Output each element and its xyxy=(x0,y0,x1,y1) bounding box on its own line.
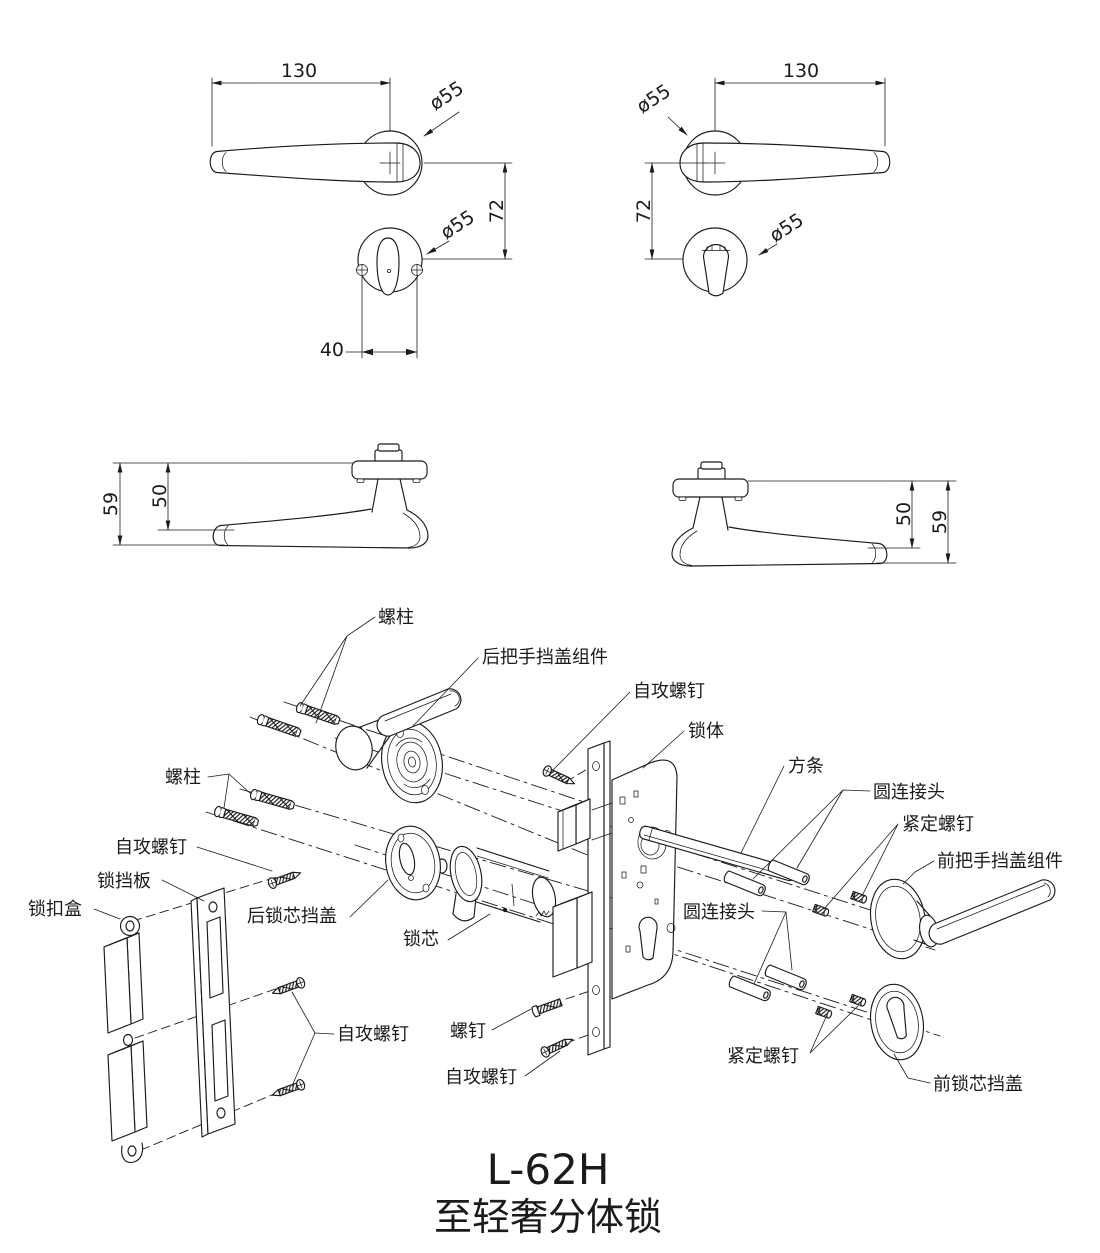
dia-label-escutcheon: ø55 xyxy=(426,206,479,255)
lever-side xyxy=(212,508,410,549)
part-lock-body xyxy=(552,740,678,1056)
label-stud-left: 螺柱 xyxy=(165,767,201,788)
view-side-right: 50 59 xyxy=(671,461,957,567)
label-round-connector-lower: 圆连接头 xyxy=(683,902,755,923)
round-connector xyxy=(763,963,809,992)
label-set-screw-upper: 紧定螺钉 xyxy=(902,814,974,835)
rose-side xyxy=(351,460,428,480)
view-side-left: 59 50 xyxy=(100,443,429,549)
label-tapping-screw-bottom-mid: 自攻螺钉 xyxy=(445,1067,517,1088)
part-rear-handle-assembly xyxy=(335,688,462,804)
label-screw: 螺钉 xyxy=(450,1021,486,1042)
label-rear-cylinder-cover: 后锁芯挡盖 xyxy=(247,906,337,927)
stud-screw xyxy=(255,713,303,739)
set-screw xyxy=(812,903,831,918)
product-name: 至轻奢分体锁 xyxy=(434,1195,662,1239)
stud-screw xyxy=(248,788,296,812)
label-square-spindle: 方条 xyxy=(788,756,824,777)
round-connector xyxy=(766,858,812,887)
latch-bolt xyxy=(557,798,591,852)
svg-text:50: 50 xyxy=(149,484,171,508)
svg-text:72: 72 xyxy=(486,199,508,223)
stud-screw xyxy=(212,805,260,829)
tapping-screw xyxy=(270,975,307,999)
set-screw xyxy=(850,890,869,905)
stud-screw xyxy=(294,701,342,727)
label-strike-plate: 锁挡板 xyxy=(97,871,151,892)
label-stud-top: 螺柱 xyxy=(378,607,414,628)
escutcheon-keyhole xyxy=(682,227,748,297)
machine-screw xyxy=(530,996,564,1018)
label-round-connector-upper: 圆连接头 xyxy=(873,782,945,803)
label-front-handle-cover: 前把手挡盖组件 xyxy=(937,851,1063,872)
svg-text:50: 50 xyxy=(893,502,915,526)
part-lock-cylinder xyxy=(449,845,557,923)
part-latch-box xyxy=(103,915,148,1164)
svg-text:ø55: ø55 xyxy=(426,77,468,115)
set-screw xyxy=(849,993,868,1008)
tapping-screw xyxy=(540,763,578,790)
svg-text:59: 59 xyxy=(100,492,122,516)
label-front-cylinder-cover: 前锁芯挡盖 xyxy=(933,1074,1023,1095)
svg-text:ø55: ø55 xyxy=(633,80,675,118)
lever-handle xyxy=(209,142,421,183)
svg-text:40: 40 xyxy=(320,339,344,361)
rose-side xyxy=(672,478,749,498)
view-front-right: 130 ø55 72 ø55 xyxy=(633,60,891,297)
view-front-left: 130 ø55 72 xyxy=(209,60,513,361)
label-tapping-screw-left: 自攻螺钉 xyxy=(115,837,187,858)
dim-40: 40 xyxy=(320,276,418,361)
lever-handle xyxy=(679,142,891,183)
label-rear-handle-cover: 后把手挡盖组件 xyxy=(482,647,608,668)
label-latch-box: 锁扣盒 xyxy=(28,899,82,920)
escutcheon-thumbturn xyxy=(356,227,423,296)
label-set-screw-lower: 紧定螺钉 xyxy=(727,1046,799,1067)
tapping-screw xyxy=(270,1077,307,1101)
dia-label-escutcheon-r: ø55 xyxy=(758,209,808,256)
dim-72-right: 72 xyxy=(633,162,709,260)
svg-text:ø55: ø55 xyxy=(766,209,808,247)
part-rear-cylinder-cover xyxy=(385,825,448,901)
svg-text:72: 72 xyxy=(633,199,655,223)
dia-label-rose: ø55 xyxy=(423,77,468,137)
exploded-view: 螺柱 后把手挡盖组件 自攻螺钉 锁体 方条 圆连接头 紧定螺钉 前把手挡盖组件 … xyxy=(28,607,1063,1164)
svg-text:ø55: ø55 xyxy=(437,206,479,244)
label-lock-body: 锁体 xyxy=(688,721,724,742)
tapping-screw xyxy=(538,1033,576,1060)
part-front-cylinder-cover xyxy=(869,983,925,1061)
label-tapping-screw-bottom-left: 自攻螺钉 xyxy=(337,1024,409,1045)
part-front-handle-assembly xyxy=(869,878,1056,960)
label-lock-cylinder: 锁芯 xyxy=(403,929,439,950)
deadbolt xyxy=(552,891,593,978)
product-model: L-62H xyxy=(487,1145,610,1194)
svg-text:59: 59 xyxy=(929,510,951,534)
lever-side xyxy=(690,526,888,567)
svg-text:130: 130 xyxy=(783,60,819,82)
dim-130-r: 130 xyxy=(714,60,886,169)
dia-label-rose-r: ø55 xyxy=(633,80,688,136)
label-tapping-screw-top: 自攻螺钉 xyxy=(633,681,705,702)
dim-130-left: 130 xyxy=(281,60,317,82)
set-screw xyxy=(815,1005,834,1020)
callouts: 螺柱 后把手挡盖组件 自攻螺钉 锁体 方条 圆连接头 紧定螺钉 前把手挡盖组件 … xyxy=(28,607,1063,1095)
part-strike-plate xyxy=(190,887,236,1138)
